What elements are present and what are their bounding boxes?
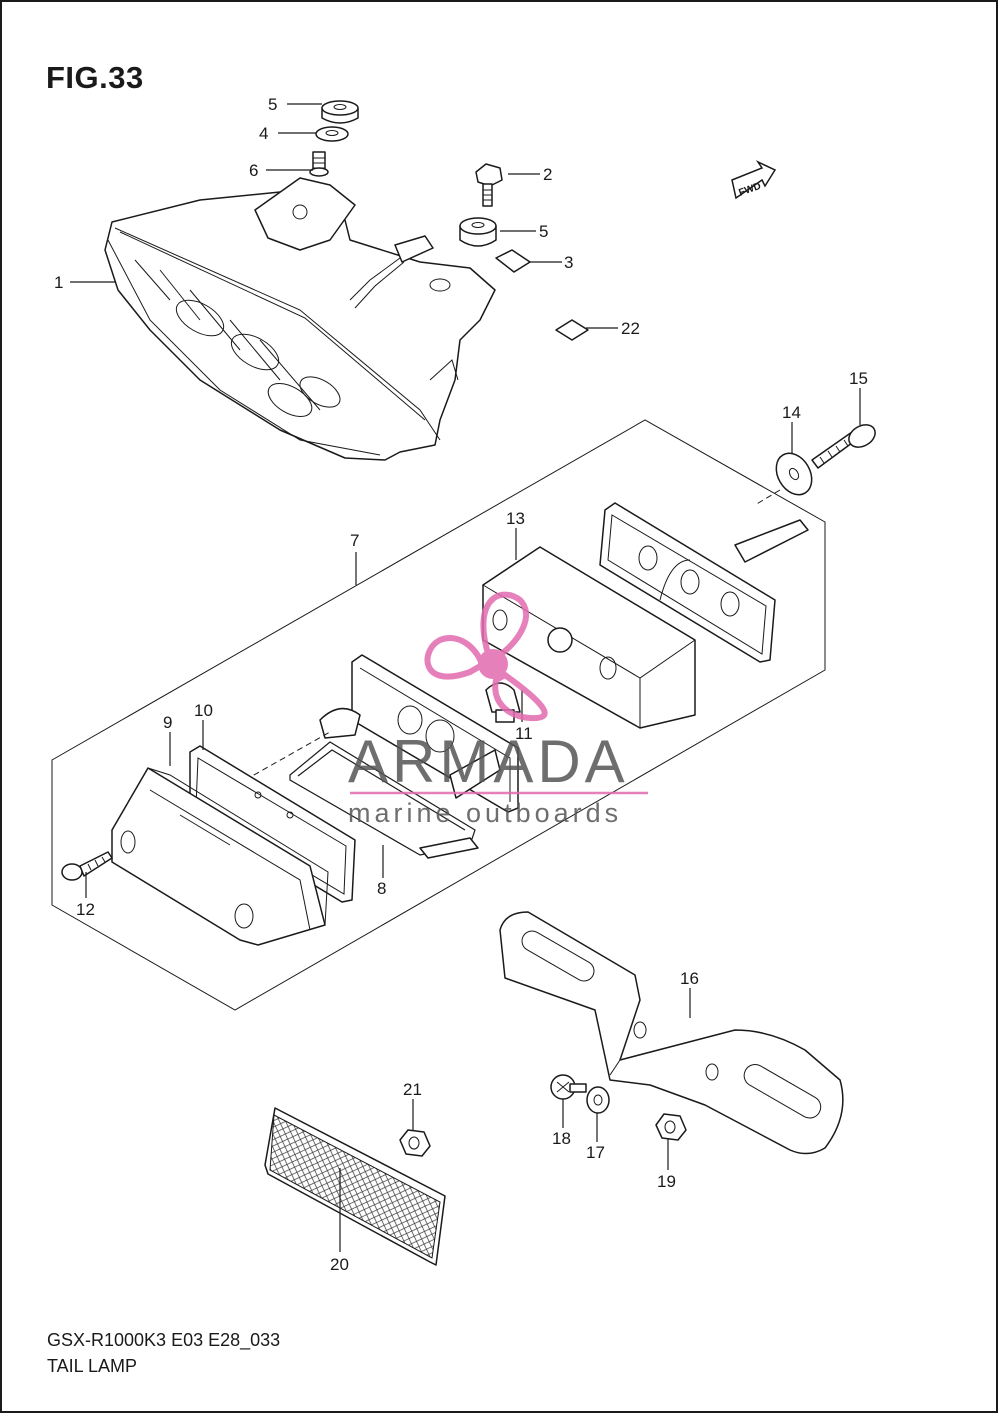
nut-19 [655,1113,687,1141]
lens-9 [111,767,329,946]
leader-lines [70,103,861,1252]
washer-17 [586,1086,610,1114]
washer-4 [315,126,349,142]
callout-19: 19 [657,1172,676,1191]
propeller-logo-icon [424,591,548,722]
callout-16: 16 [680,969,699,988]
callout-21: 21 [403,1080,422,1099]
callout-labels: 1 2 3 4 5 5 6 7 8 9 10 11 12 13 14 15 16… [54,95,868,1274]
callout-22: 22 [621,319,640,338]
screw-15 [811,424,876,469]
callout-15: 15 [849,369,868,388]
callout-13: 13 [506,509,525,528]
watermark-brand: ARMADA [348,728,629,795]
nut-21 [399,1129,431,1157]
bolt-18 [550,1074,587,1100]
washer-14 [775,452,813,496]
callout-8: 8 [377,879,386,898]
callout-2: 2 [543,165,552,184]
clip-nut-3 [495,249,531,273]
callout-14: 14 [782,403,801,422]
reflector-20 [264,1107,446,1266]
grommet-5-lower [459,217,497,247]
callout-6: 6 [249,161,258,180]
bolt-6 [309,151,329,177]
license-bracket-16 [499,911,844,1155]
callout-4: 4 [259,124,268,143]
section-name: TAIL LAMP [47,1356,138,1376]
callout-7: 7 [350,531,359,550]
screw-12 [61,851,113,881]
callout-5-lower: 5 [539,222,548,241]
callout-11: 11 [515,724,533,743]
tail-lamp-housing [104,177,496,461]
screw-2 [475,163,503,207]
callout-1: 1 [54,273,63,292]
callout-3: 3 [564,253,573,272]
socket-plate [319,654,519,813]
callout-5-top: 5 [268,95,277,114]
figure-title: FIG.33 [46,60,144,95]
lamp-base-gasket [599,502,809,663]
grommet-5-top [321,100,359,124]
fwd-arrow-icon: FWD [731,160,777,200]
lamp-body-13 [482,546,696,729]
callout-12: 12 [76,900,95,919]
callout-20: 20 [330,1255,349,1274]
callout-17: 17 [586,1143,605,1162]
callout-9: 9 [163,713,172,732]
callout-10: 10 [194,701,213,720]
armada-watermark: ARMADA marine outboards [348,591,648,828]
wire-bracket-8 [289,741,479,859]
callout-18: 18 [552,1129,571,1148]
assembly-outline-7 [51,419,826,1011]
cushion-22 [555,319,589,341]
model-code: GSX-R1000K3 E03 E28_033 [47,1330,281,1350]
watermark-tagline: marine outboards [348,798,622,828]
